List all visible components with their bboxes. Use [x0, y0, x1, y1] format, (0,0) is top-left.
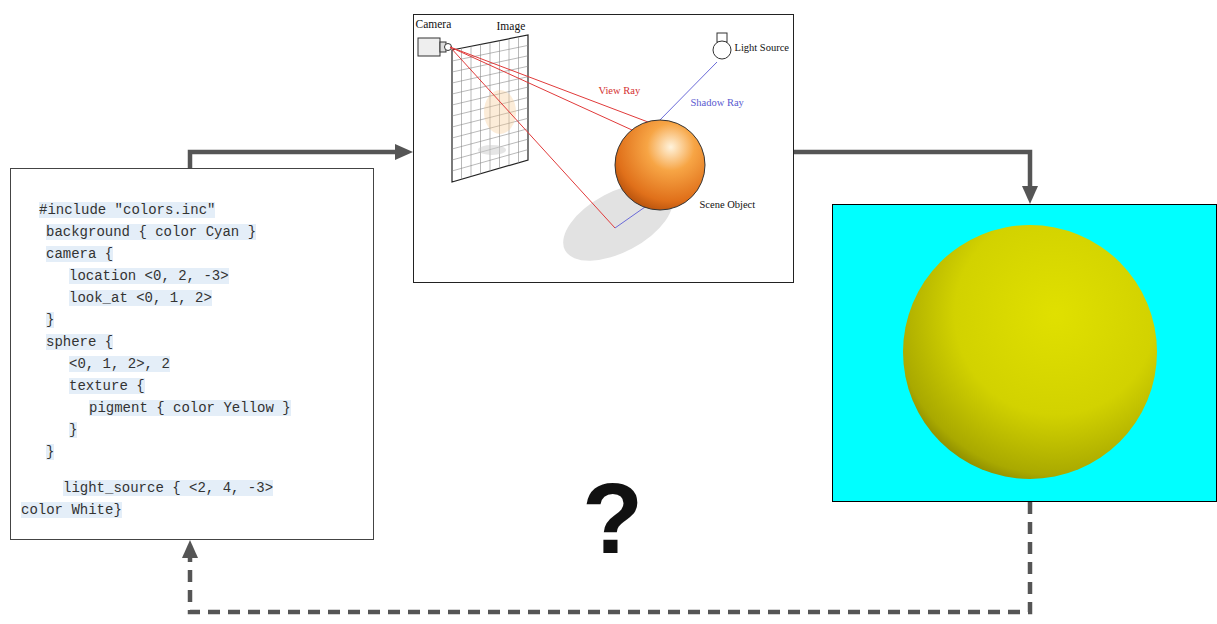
code-line: }: [46, 312, 54, 328]
code-line: }: [46, 444, 54, 460]
code-line: <0, 1, 2>, 2: [69, 356, 170, 372]
image-plane: [452, 35, 528, 182]
projected-shadow: [478, 145, 506, 155]
view-ray: [450, 47, 615, 228]
code-line-row: camera {: [39, 243, 365, 265]
image-label: Image: [497, 20, 526, 33]
code-line-row: <0, 1, 2>, 2: [39, 353, 365, 375]
view-ray: [450, 47, 648, 122]
code-box: #include "colors.inc" background { color …: [10, 168, 374, 540]
light-bulb: [713, 33, 731, 59]
shadow-ray-label: Shadow Ray: [690, 97, 745, 109]
edge-label: ?: [582, 468, 643, 568]
camera-body: [418, 38, 440, 56]
bulb-glass: [713, 41, 731, 59]
code-line: sphere {: [46, 334, 113, 350]
code-line-row: pigment { color Yellow }: [39, 397, 365, 419]
flow-arrow: [190, 152, 403, 168]
camera-icon: [418, 38, 452, 56]
view-ray-label: View Ray: [598, 85, 642, 97]
camera-label: Camera: [416, 18, 452, 31]
code-line: texture {: [69, 378, 145, 394]
code-line-row: #include "colors.inc": [39, 199, 365, 221]
flow-arrow: [794, 152, 1030, 194]
code-line: light_source { <2, 4, -3> color White}: [21, 480, 273, 518]
code-line: #include "colors.inc": [39, 202, 215, 218]
code-line-row: look_at <0, 1, 2>: [39, 287, 365, 309]
illustration-panel: Camera ImageLight SourceView RayShadow Ra…: [413, 14, 794, 283]
view-rays: [450, 47, 648, 228]
code-line-row: }: [39, 309, 365, 331]
code-line-row: texture {: [39, 375, 365, 397]
render-panel: [832, 204, 1217, 502]
pixel-grid: [452, 37, 528, 179]
code-line-row: location <0, 2, -3>: [39, 265, 365, 287]
code-line-row: sphere {: [39, 331, 365, 353]
object-label: Scene Object: [700, 199, 756, 211]
code-line: background { color Cyan }: [46, 224, 256, 240]
illustration-ground: [413, 14, 794, 283]
code-line: look_at <0, 1, 2>: [69, 290, 212, 306]
scene-sphere: [615, 120, 705, 210]
code-line: camera {: [46, 246, 113, 262]
render-background: [832, 204, 1217, 502]
projected-sphere: [484, 90, 516, 134]
code-line: }: [69, 422, 77, 438]
code-line-row: }: [39, 419, 365, 441]
code-line: location <0, 2, -3>: [69, 268, 229, 284]
code-line-row: }: [39, 441, 365, 463]
code-line-row: background { color Cyan }: [39, 221, 365, 243]
code-line-row: light_source { <2, 4, -3> color White}: [21, 477, 296, 521]
shadow-ray: [615, 207, 645, 228]
rendered-sphere: [903, 225, 1157, 479]
shadow-ray: [658, 62, 717, 122]
light-label: Light Source: [735, 42, 790, 54]
code-line: pigment { color Yellow }: [89, 400, 291, 416]
